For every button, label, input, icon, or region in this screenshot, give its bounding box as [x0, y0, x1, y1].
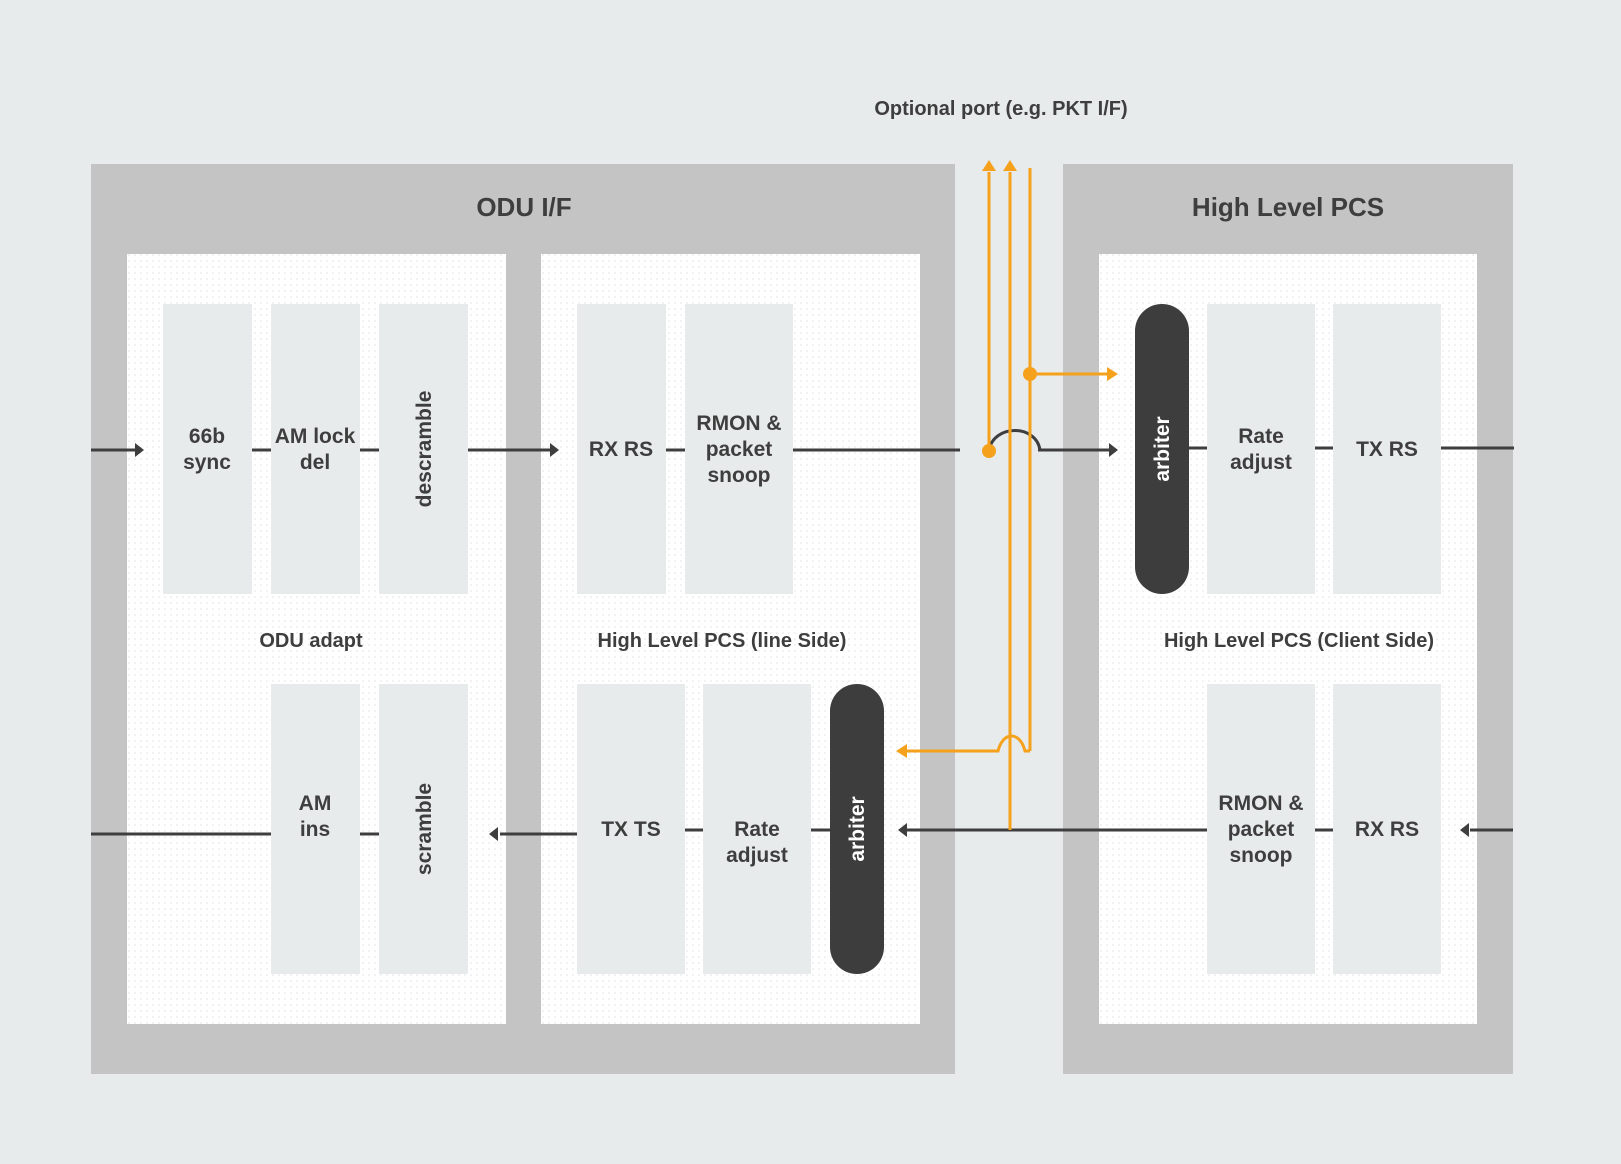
block-rate-adjust-client [1207, 304, 1315, 594]
high-level-pcs-title: High Level PCS [1192, 192, 1384, 222]
block-descramble-label: descramble [413, 391, 436, 508]
block-tx-ts-line [577, 684, 685, 974]
block-rmon-line-label-1: RMON & [696, 412, 781, 435]
block-tx-ts-line-label: TX TS [601, 818, 661, 841]
block-am-ins [271, 684, 360, 974]
block-rate-adjust-line [703, 684, 811, 974]
odu-input-arrowhead [135, 443, 144, 457]
block-scramble [379, 684, 468, 974]
wire-crossover-hop [987, 429, 1042, 451]
optional-port-to-line-arbiter-arrowhead [896, 744, 907, 758]
block-rate-adjust-line-label-1: Rate [734, 818, 780, 841]
block-scramble-label: scramble [413, 783, 436, 875]
optional-port-to-client-arbiter-arrowhead [1107, 367, 1118, 381]
block-rx-rs-line [577, 304, 666, 594]
block-am-lock-del-label-2: del [300, 451, 330, 474]
block-tx-rs-client [1333, 304, 1441, 594]
client-rx-arrowhead [1460, 823, 1469, 837]
client-side-label: High Level PCS (Client Side) [1164, 630, 1434, 652]
block-rmon-client-label-3: snoop [1230, 844, 1293, 867]
block-66b-sync-label-1: 66b [189, 425, 225, 448]
block-rate-adjust-line-label-2: adjust [726, 844, 788, 867]
block-rate-adjust-client-label-2: adjust [1230, 451, 1292, 474]
optional-port-downlink-tap [1023, 367, 1037, 381]
block-rx-rs-client [1333, 684, 1441, 974]
block-am-ins-label-2: ins [300, 818, 330, 841]
block-66b-sync-label-2: sync [183, 451, 231, 474]
block-am-lock-del [271, 304, 360, 594]
block-rx-rs-line-label: RX RS [589, 438, 653, 461]
block-rmon-line-label-3: snoop [708, 464, 771, 487]
optional-port-uplink2-arrowhead [1003, 160, 1017, 171]
arbiter-line-side-label: arbiter [846, 796, 869, 861]
block-66b-sync [163, 304, 252, 594]
odu-bottom-arrowhead [489, 827, 498, 841]
optional-port-to-line-arbiter-line [906, 734, 1030, 753]
optional-port-label: Optional port (e.g. PKT I/F) [874, 98, 1127, 120]
arbiter-client-side [1135, 304, 1189, 594]
block-rmon-client [1207, 684, 1315, 974]
block-rmon-client-label-2: packet [1228, 818, 1295, 841]
block-am-lock-del-label-1: AM lock [275, 425, 356, 448]
odu-adapt-label: ODU adapt [259, 630, 363, 652]
arbiter-client-side-label: arbiter [1151, 416, 1174, 481]
block-rmon-line-label-2: packet [706, 438, 773, 461]
line-side-label: High Level PCS (line Side) [598, 630, 847, 652]
block-descramble [379, 304, 468, 594]
block-rmon-line [685, 304, 793, 594]
line-input-arrowhead [550, 443, 559, 457]
block-rx-rs-client-label: RX RS [1355, 818, 1419, 841]
block-rmon-client-label-1: RMON & [1218, 792, 1303, 815]
line-bottom-arrowhead [898, 823, 907, 837]
optional-port-uplink-arrowhead [982, 160, 996, 171]
block-rate-adjust-client-label-1: Rate [1238, 425, 1284, 448]
block-am-ins-label-1: AM [299, 792, 332, 815]
odu-if-title: ODU I/F [476, 192, 571, 222]
client-input-arrowhead [1109, 443, 1118, 457]
arbiter-line-side [830, 684, 884, 974]
block-tx-rs-client-label: TX RS [1356, 438, 1418, 461]
optional-port-uplink-tap [982, 444, 996, 458]
